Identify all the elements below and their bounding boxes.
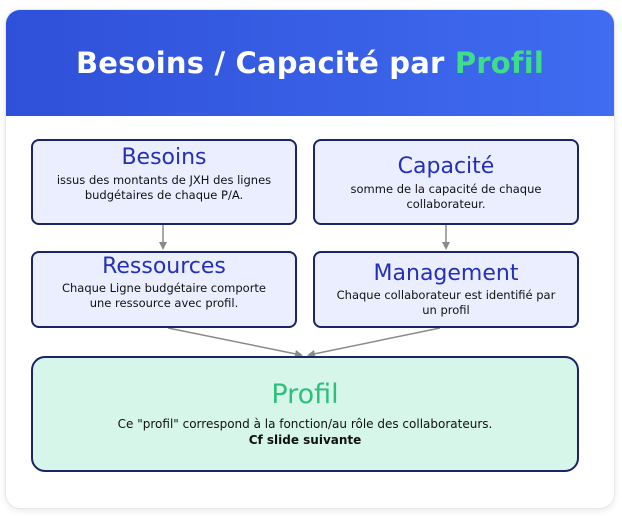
besoins-text: issus des montants de JXH des lignes bud… (56, 173, 272, 202)
ressources-box: Ressources Chaque Ligne budgétaire compo… (31, 251, 297, 328)
ressources-heading: Ressources (102, 254, 226, 279)
profil-note: Cf slide suivante (248, 433, 362, 447)
profil-text: Ce "profil" correspond à la fonction/au … (117, 417, 493, 431)
profil-box: Profil Ce "profil" correspond à la fonct… (31, 356, 579, 472)
slide-title: Besoins / Capacité par Profil (76, 46, 544, 80)
besoins-box: Besoins issus des montants de JXH des li… (31, 139, 297, 225)
arrow-ressources-to-profil (167, 327, 303, 358)
management-text: Chaque collaborateur est identifié par u… (336, 288, 556, 317)
capacite-heading: Capacité (397, 154, 495, 179)
capacite-box: Capacité somme de la capacité de chaque … (313, 139, 579, 225)
besoins-heading: Besoins (121, 145, 207, 170)
management-box: Management Chaque collaborateur est iden… (313, 251, 579, 328)
title-accent: Profil (454, 46, 545, 80)
title-banner: Besoins / Capacité par Profil (6, 10, 614, 116)
arrow-management-to-profil (307, 327, 441, 358)
title-prefix: Besoins / Capacité par (75, 46, 455, 80)
capacite-text: somme de la capacité de chaque collabora… (350, 182, 542, 211)
ressources-text: Chaque Ligne budgétaire comporte une res… (61, 281, 267, 310)
management-heading: Management (373, 261, 519, 286)
profil-heading: Profil (271, 379, 339, 410)
